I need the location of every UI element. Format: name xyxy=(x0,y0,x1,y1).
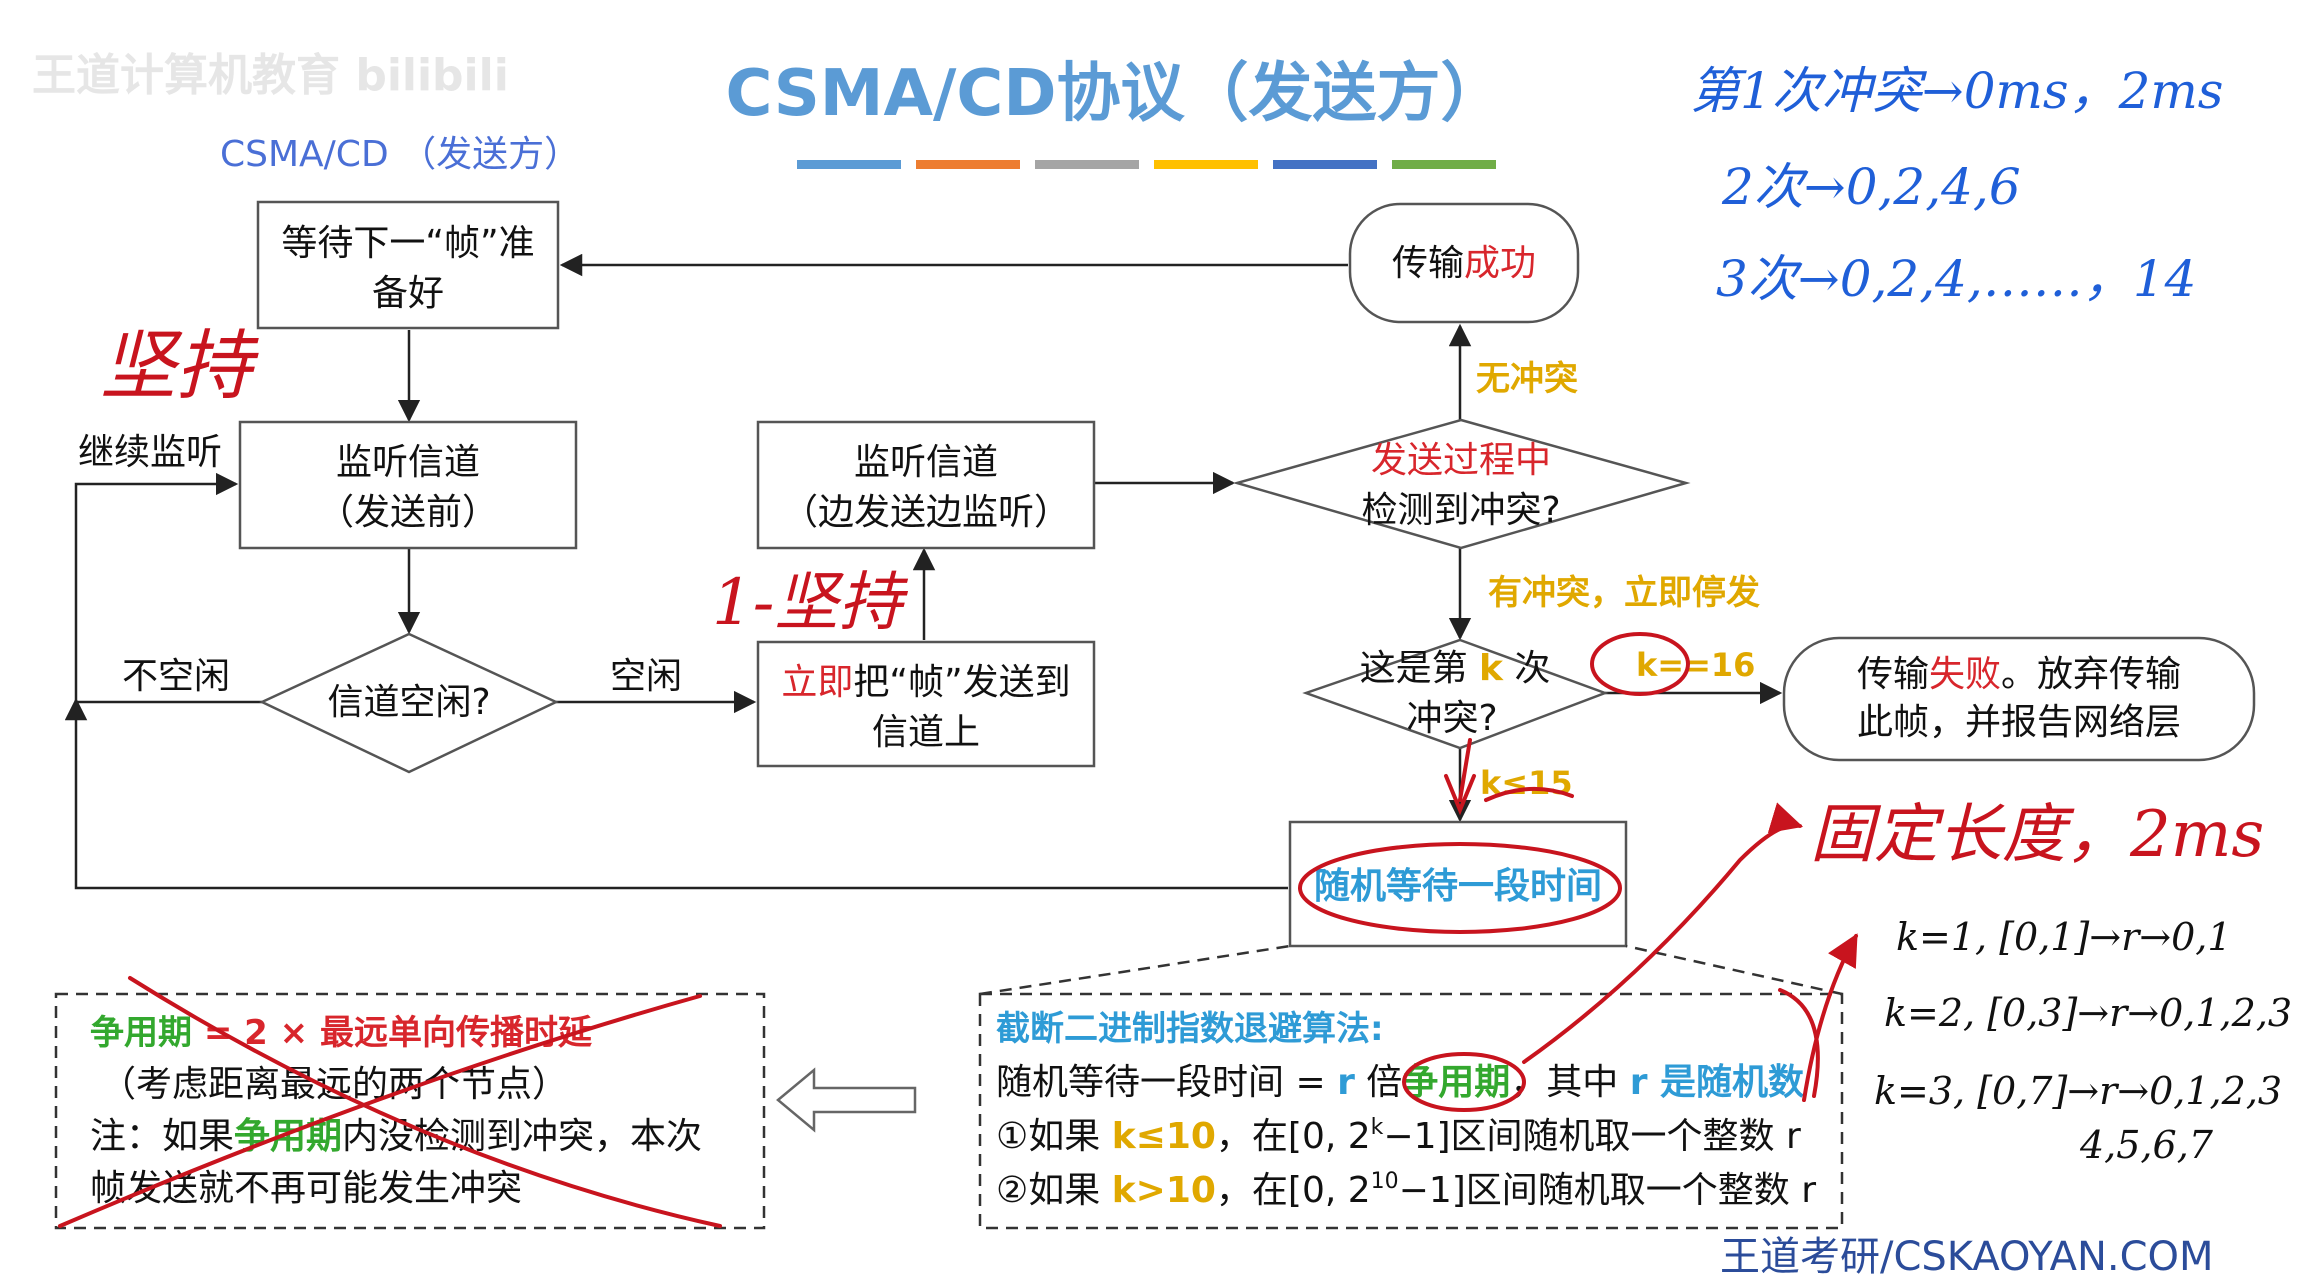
node-send-now-line2: 信道上 xyxy=(872,712,980,753)
zoom-line-left xyxy=(979,944,1291,996)
contention-line1: 争用期 = 2 × 最远单向传播时延 xyxy=(90,1013,593,1053)
ink-circle-contention xyxy=(1402,1052,1526,1112)
node-detect-collision xyxy=(1232,418,1691,550)
hollow-arrow-left xyxy=(776,1067,917,1133)
node-channel-idle xyxy=(259,632,559,774)
note-second-collision: 2次→0,2,4,6 xyxy=(1721,158,2021,216)
subtitle: CSMA/CD （发送方） xyxy=(220,134,580,175)
node-listen-during xyxy=(756,420,1096,550)
label-collision: 有冲突，立即停发 xyxy=(1488,573,1760,613)
note-k3: k=3, [0,7]→r→0,1,2,3 xyxy=(1874,1069,2282,1113)
node-channel-idle-label: 信道空闲? xyxy=(327,682,490,723)
node-wait-frame-line2: 备好 xyxy=(372,273,444,314)
node-fail-line1: 传输失败。放弃传输 xyxy=(1857,654,2181,695)
ink-circle-wait-random xyxy=(1298,842,1622,934)
zoom-line-right xyxy=(1625,944,1843,996)
node-listen-during-line1: 监听信道 xyxy=(854,442,998,483)
node-kth-line1: 这是第 k 次 xyxy=(1360,648,1551,689)
contention-line4: 帧发送就不再可能发生冲突 xyxy=(90,1168,522,1209)
contention-period-box xyxy=(54,992,766,1230)
node-fail-line2: 此帧，并报告网络层 xyxy=(1857,702,2181,743)
ink-fixed-length: 固定长度，2ms xyxy=(1810,798,2264,872)
ink-cross-1 xyxy=(58,994,702,1228)
note-first-collision: 第1次冲突→0ms，2ms xyxy=(1690,62,2223,120)
title-color-bar xyxy=(797,160,1496,169)
note-k1: k=1, [0,1]→r→0,1 xyxy=(1896,915,2232,959)
page-title: CSMA/CD协议（发送方） xyxy=(726,57,1505,131)
title-bar-segment xyxy=(916,160,1020,169)
algo-line4: ②如果 k>10，在[0, 210−1]区间随机取一个整数 r xyxy=(996,1169,1816,1211)
ink-arrow-to-k-notes xyxy=(1802,933,1858,1102)
node-detect-line2: 检测到冲突? xyxy=(1361,490,1560,531)
label-not-idle: 不空闲 xyxy=(122,656,230,697)
node-wait-frame-line1: 等待下一“帧”准 xyxy=(281,223,534,264)
label-k16: k==16 xyxy=(1636,646,1755,684)
ink-persist: 坚持 xyxy=(100,321,259,410)
title-bar-segment xyxy=(1035,160,1139,169)
node-send-now-line1: 立即把“帧”发送到 xyxy=(781,662,1070,703)
ink-arrow-k15 xyxy=(1444,738,1476,816)
contention-line3: 注：如果争用期内没检测到冲突，本次 xyxy=(90,1116,702,1157)
contention-line2: （考虑距离最远的两个节点） xyxy=(100,1064,568,1105)
ink-one-persist: 1-坚持 xyxy=(712,566,908,640)
title-bar-segment xyxy=(1392,160,1496,169)
footer-brand: 王道考研/CSKAOYAN.COM xyxy=(1720,1234,2214,1274)
title-bar-segment xyxy=(1273,160,1377,169)
backoff-algorithm-box xyxy=(978,992,1844,1230)
title-bar-segment xyxy=(797,160,901,169)
algo-title: 截断二进制指数退避算法: xyxy=(996,1009,1384,1049)
node-listen-before-line1: 监听信道 xyxy=(336,442,480,483)
note-k2: k=2, [0,3]→r→0,1,2,3 xyxy=(1884,991,2292,1035)
title-bar-segment xyxy=(1154,160,1258,169)
ink-underline-k15 xyxy=(1484,786,1574,802)
node-kth-collision xyxy=(1302,638,1609,750)
ink-cross-2 xyxy=(128,976,722,1228)
node-success-label: 传输成功 xyxy=(1392,243,1536,284)
node-fail xyxy=(1782,636,2256,762)
node-wait-frame xyxy=(256,200,560,330)
node-send-now xyxy=(756,640,1096,768)
node-success xyxy=(1348,202,1580,324)
note-k3-cont: 4,5,6,7 xyxy=(2079,1123,2214,1167)
ink-circle-k16 xyxy=(1590,632,1690,696)
node-listen-before-line2: （发送前） xyxy=(318,492,498,533)
node-listen-during-line2: （边发送边监听） xyxy=(782,492,1070,533)
ink-circle-random-number xyxy=(1778,988,1820,1098)
note-third-collision: 3次→0,2,4,……，14 xyxy=(1716,250,2196,308)
edge-random-to-listen xyxy=(74,472,1288,890)
node-listen-before xyxy=(238,420,578,550)
watermark: 王道计算机教育 bilibili xyxy=(32,50,509,101)
node-kth-line2: 冲突? xyxy=(1406,698,1497,739)
label-continue-listen: 继续监听 xyxy=(78,432,222,473)
node-wait-random-label: 随机等待一段时间 xyxy=(1314,866,1602,907)
label-no-collision: 无冲突 xyxy=(1476,359,1578,399)
ink-arrow-to-fixed xyxy=(1522,802,1804,1064)
algo-line3: ①如果 k≤10，在[0, 2k−1]区间随机取一个整数 r xyxy=(996,1115,1801,1157)
algo-line2: 随机等待一段时间 = r 倍争用期，其中 r 是随机数 xyxy=(996,1062,1804,1103)
node-detect-line1: 发送过程中 xyxy=(1371,440,1551,481)
label-idle: 空闲 xyxy=(610,656,682,697)
